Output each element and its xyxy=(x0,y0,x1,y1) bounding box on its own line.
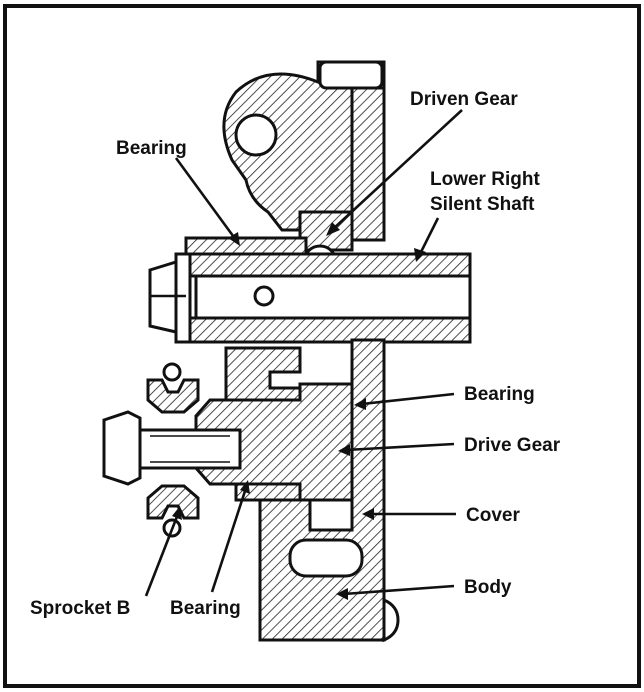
lower-bearing xyxy=(234,482,302,502)
label-lower-right-shaft-2: Silent Shaft xyxy=(430,194,535,215)
silent-shaft-lower xyxy=(184,316,472,344)
cover-plate-upper xyxy=(350,86,386,242)
label-driven-gear: Driven Gear xyxy=(410,89,518,110)
body-foot-bolt xyxy=(382,597,400,643)
label-bearing-right: Bearing xyxy=(464,384,535,405)
label-sprocket-b: Sprocket B xyxy=(30,598,130,619)
figure-frame xyxy=(3,4,641,688)
shaft-end-washer xyxy=(174,252,192,344)
sprocket-tooth-top xyxy=(162,362,182,382)
cover-window xyxy=(308,498,354,532)
sprocket-b xyxy=(146,378,200,520)
silent-shaft-bore xyxy=(194,274,472,320)
lug-hole xyxy=(234,113,278,157)
label-lower-right-shaft-1: Lower Right xyxy=(430,169,540,190)
body-window xyxy=(288,538,364,578)
silent-shaft-upper xyxy=(184,252,472,278)
leader-lines xyxy=(144,109,463,600)
label-cover: Cover xyxy=(466,505,520,526)
drive-bolt xyxy=(102,410,142,486)
label-body: Body xyxy=(464,577,512,598)
inner-bearing-pocket xyxy=(224,346,302,402)
label-bearing-bottom: Bearing xyxy=(170,598,241,619)
assembly-drawing xyxy=(102,60,472,643)
label-drive-gear: Drive Gear xyxy=(464,435,561,456)
label-bearing-top: Bearing xyxy=(116,138,187,159)
lug-top-bolt xyxy=(318,60,384,90)
housing-lug xyxy=(222,60,386,232)
shaft-pin-hole xyxy=(253,285,275,307)
callout-labels: Driven Gear Bearing Lower Right Silent S… xyxy=(30,89,561,619)
